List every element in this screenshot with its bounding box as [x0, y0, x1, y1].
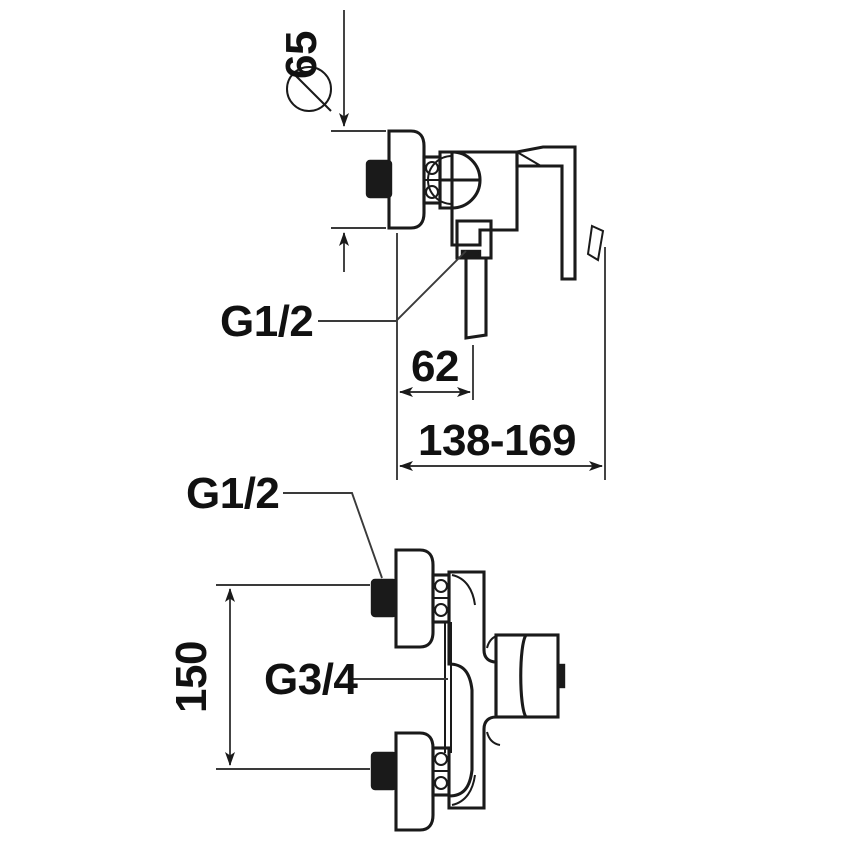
g34-outlet-connector: [494, 633, 566, 719]
depth-62-dimension: 62: [399, 342, 471, 397]
depth-62-text: 62: [411, 342, 459, 391]
mixer-body-front-view: [447, 570, 498, 810]
upper-inlet-nipple-hex: [370, 578, 398, 618]
spacing-150-text: 150: [167, 641, 216, 713]
projection-138-169-dimension: 138-169: [399, 416, 603, 471]
g34-label: G3/4: [264, 655, 358, 704]
wall-flange-top-view: [387, 129, 426, 230]
connector-sleeve-top-view: [422, 155, 442, 205]
g12-bottom-leader: [283, 492, 383, 579]
front-elevation-view: G1/2 G3/4 150: [167, 469, 566, 832]
outlet-spout-top-view: [455, 219, 493, 340]
side-elevation-view: 65 G1/2 62 138-169: [220, 10, 606, 480]
upper-connector-sleeve: [431, 573, 451, 624]
lower-connector-sleeve: [431, 746, 451, 797]
g12-top-leader: [318, 250, 467, 322]
lower-flange-front-view: [394, 731, 435, 832]
lower-inlet-nipple-hex: [370, 751, 398, 791]
projection-138-169-text: 138-169: [418, 416, 576, 465]
cartridge-housing-top-view: [427, 150, 482, 210]
riser-tube-front-view: [444, 622, 452, 753]
body-transition-arcs: [451, 574, 501, 806]
g12-bottom-label: G1/2: [186, 469, 279, 518]
diameter-65-dimension: 65: [277, 10, 386, 272]
diameter-65-text: 65: [277, 31, 326, 79]
g12-top-label: G1/2: [220, 297, 313, 346]
mixer-body-top-view: [450, 150, 519, 247]
spacing-150-dimension: 150: [167, 584, 370, 770]
depth-extension-lines: [396, 233, 606, 480]
lever-tip-detail: [586, 224, 605, 262]
lever-handle-top-view: [515, 145, 577, 281]
inlet-nipple-hex-top-view: [365, 159, 393, 199]
upper-flange-front-view: [394, 548, 435, 649]
